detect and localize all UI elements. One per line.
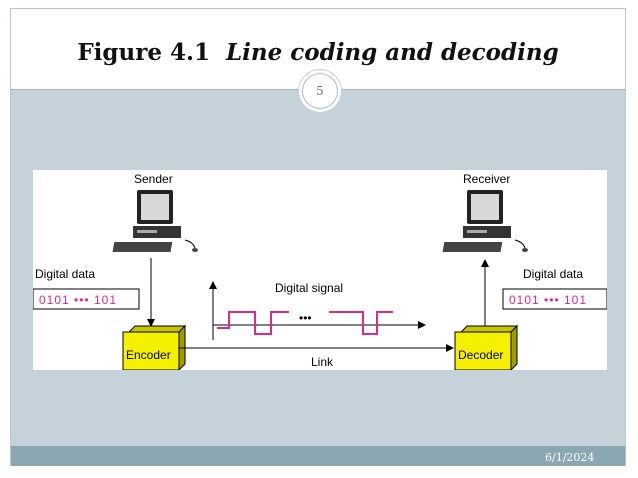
digital-data-left-label: Digital data — [35, 267, 95, 281]
link-label: Link — [311, 355, 334, 369]
bits-left: 0101 ••• 101 — [39, 293, 117, 307]
slide-title: Figure 4.1 Line coding and decoding — [11, 39, 625, 66]
bits-left-box — [33, 288, 140, 310]
page-number-badge: 5 — [302, 73, 338, 109]
slide-date: 6/1/2024 — [545, 451, 595, 464]
bits-right: 0101 ••• 101 — [509, 293, 587, 307]
footer-band — [11, 446, 625, 466]
bits-right-box — [502, 288, 607, 310]
signal-waveform-right — [329, 311, 393, 335]
receiver-label: Receiver — [463, 172, 510, 186]
decoder-label: Decoder — [458, 348, 503, 362]
signal-ellipsis: ••• — [299, 311, 312, 325]
line-coding-diagram: Sender Receiver Digital data 0101 ••• 10… — [33, 172, 607, 370]
signal-label: Digital signal — [275, 281, 343, 295]
figure-line-coding: Sender Receiver Digital data 0101 ••• 10… — [33, 170, 607, 370]
title-number: Figure 4.1 — [77, 39, 210, 66]
receiver-computer-icon — [442, 190, 528, 252]
encoder-label: Encoder — [126, 348, 171, 362]
digital-data-right-label: Digital data — [523, 267, 583, 281]
encoder-box — [122, 324, 187, 370]
title-text: Line coding and decoding — [226, 39, 559, 66]
sender-computer-icon — [112, 190, 198, 252]
decoder-box — [454, 324, 519, 370]
signal-waveform-left — [217, 311, 289, 335]
sender-label: Sender — [134, 172, 173, 186]
